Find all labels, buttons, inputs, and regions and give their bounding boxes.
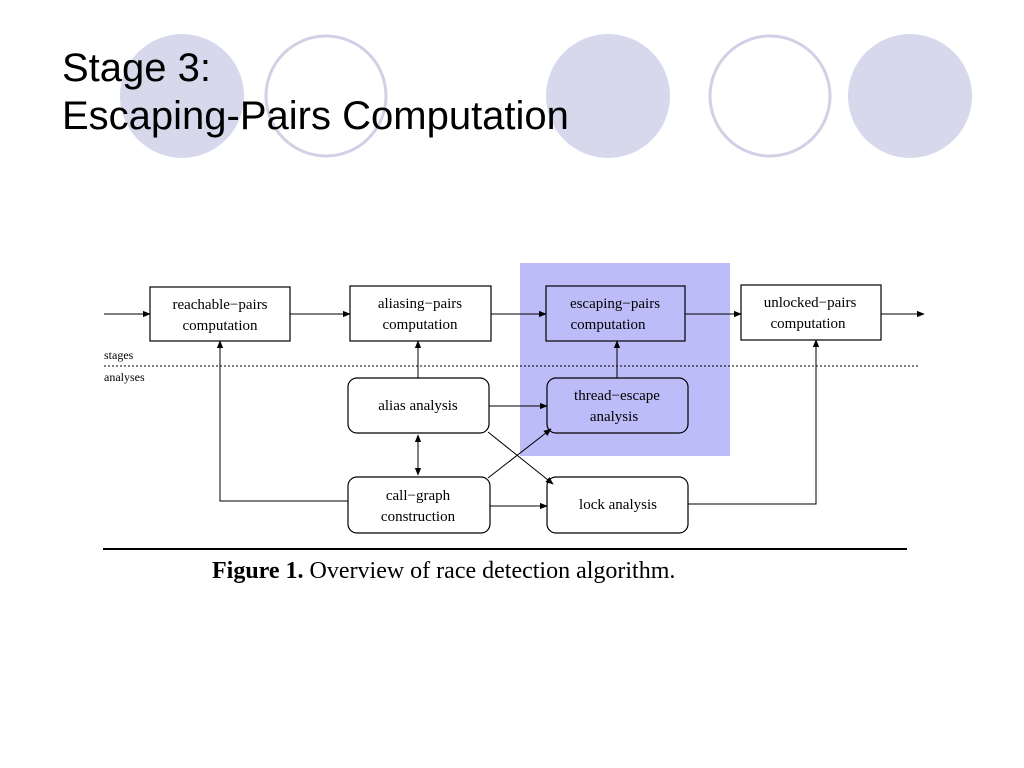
edge-lock-to-unlocked: [688, 339, 820, 505]
node-reachable-pairs-line-2: computation: [183, 318, 258, 334]
node-escaping-pairs: escaping−pairs computation: [545, 285, 686, 342]
node-call-graph: call−graph construction: [347, 476, 491, 534]
edge-callgraph-to-reachable: [216, 340, 348, 502]
decorative-circles: [120, 34, 972, 158]
edge-callgraph-to-thread: [487, 428, 552, 479]
slide-title: Stage 3: Escaping-Pairs Computation: [62, 44, 569, 140]
node-escaping-pairs-line-1: escaping−pairs: [570, 296, 660, 312]
edges: [104, 310, 925, 510]
node-unlocked-pairs-line-2: computation: [771, 316, 846, 332]
node-call-graph-line-1: call−graph: [386, 488, 451, 504]
figure-caption-text: Overview of race detection algorithm.: [309, 558, 676, 584]
decor-circle-outline-2: [708, 34, 832, 158]
decor-circle-filled-2: [546, 34, 670, 158]
decor-circle-filled-3: [848, 34, 972, 158]
node-aliasing-pairs-line-1: aliasing−pairs: [378, 296, 462, 312]
decor-circle-outline-1: [264, 34, 388, 158]
node-thread-escape: thread−escape analysis: [546, 377, 689, 434]
node-thread-escape-line-2: analysis: [590, 409, 638, 425]
analyses-label: analyses: [104, 370, 145, 384]
node-lock-analysis: lock analysis: [546, 476, 689, 534]
node-unlocked-pairs: unlocked−pairs computation: [740, 284, 882, 341]
node-call-graph-line-2: construction: [381, 509, 456, 525]
node-aliasing-pairs-line-2: computation: [383, 317, 458, 333]
node-reachable-pairs: reachable−pairs computation: [149, 286, 291, 342]
node-alias-analysis: alias analysis: [347, 377, 490, 434]
node-thread-escape-line-1: thread−escape: [574, 388, 660, 404]
stages-label: stages: [104, 348, 134, 362]
node-lock-analysis-label: lock analysis: [579, 497, 657, 513]
node-aliasing-pairs: aliasing−pairs computation: [349, 285, 492, 342]
node-alias-analysis-label: alias analysis: [378, 398, 458, 414]
node-escaping-pairs-line-2: computation: [571, 317, 646, 333]
figure-caption-label: Figure 1.: [212, 558, 304, 584]
node-reachable-pairs-line-1: reachable−pairs: [172, 297, 267, 313]
node-unlocked-pairs-line-1: unlocked−pairs: [764, 295, 857, 311]
slide-title-line-2: Escaping-Pairs Computation: [62, 94, 569, 138]
slide-title-line-1: Stage 3:: [62, 46, 212, 90]
decor-circle-filled-1: [120, 34, 244, 158]
edge-alias-to-lock: [487, 431, 554, 485]
figure-caption: Figure 1. Overview of race detection alg…: [212, 558, 675, 585]
